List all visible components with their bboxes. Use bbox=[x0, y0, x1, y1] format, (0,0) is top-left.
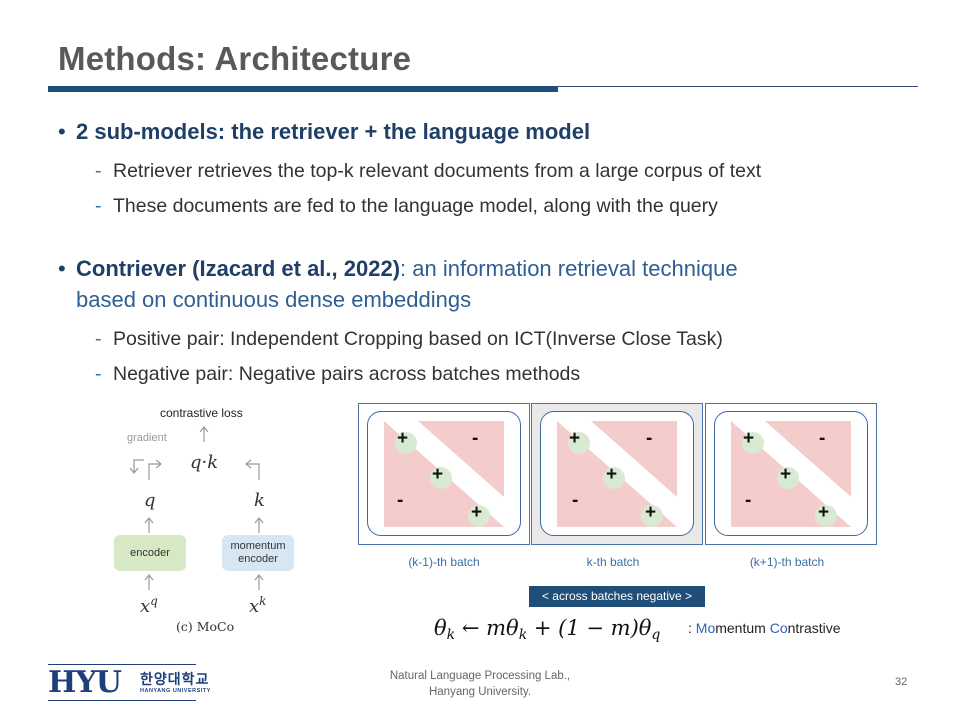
contrastive-loss-label: contrastive loss bbox=[160, 406, 243, 420]
q-label: q bbox=[144, 490, 156, 511]
bullet-dot: • bbox=[58, 256, 66, 281]
plus-sign: + bbox=[606, 464, 618, 485]
sub-bullet-negative-pair: -Negative pair: Negative pairs across ba… bbox=[95, 363, 581, 385]
batch-matrix bbox=[714, 411, 868, 536]
plus-sign: + bbox=[397, 428, 409, 449]
qk-label: q·k bbox=[190, 452, 219, 473]
bullet-submodels-text: 2 sub-models: the retriever + the langua… bbox=[76, 119, 591, 144]
plus-sign: + bbox=[743, 428, 755, 449]
moco-diagram: contrastive loss gradient q·k q k encode… bbox=[112, 402, 312, 642]
batch-matrix-triangles bbox=[557, 421, 677, 527]
minus-sign: - bbox=[397, 490, 404, 511]
minus-sign: - bbox=[472, 428, 479, 449]
bullet-dot: • bbox=[58, 119, 66, 144]
encoder-box: encoder bbox=[114, 535, 186, 571]
xq-label: xq bbox=[140, 594, 158, 617]
plus-sign: + bbox=[645, 502, 657, 523]
plus-sign: + bbox=[432, 464, 444, 485]
contriever-description: : an information retrieval technique bbox=[400, 256, 738, 281]
contriever-citation: Contriever (Izacard et al., 2022) bbox=[76, 256, 401, 281]
across-batches-negative-label: < across batches negative > bbox=[529, 586, 705, 607]
batch-matrix-triangles bbox=[731, 421, 851, 527]
batch-panel-current bbox=[531, 403, 703, 545]
minus-sign: - bbox=[572, 490, 579, 511]
plus-sign: + bbox=[780, 464, 792, 485]
batch-label-current: k-th batch bbox=[586, 555, 640, 569]
gradient-label: gradient bbox=[127, 432, 167, 444]
batch-label-prev: (k-1)-th batch bbox=[408, 555, 480, 569]
footer-lab-name: Natural Language Processing Lab., Hanyan… bbox=[389, 670, 571, 698]
k-label: k bbox=[254, 490, 265, 511]
batch-label-next: (k+1)-th batch bbox=[749, 555, 825, 569]
minus-sign: - bbox=[646, 428, 653, 449]
batch-matrix bbox=[540, 411, 694, 536]
batch-panel-next bbox=[705, 403, 877, 545]
page-number: 32 bbox=[895, 676, 908, 688]
momentum-contrastive-note: : Momentum Contrastive bbox=[688, 620, 841, 636]
sub-bullet-retriever: -Retriever retrieves the top-k relevant … bbox=[95, 160, 762, 182]
slide-title: Methods: Architecture bbox=[58, 40, 412, 77]
xk-label: xk bbox=[249, 594, 267, 617]
title-underline-thick bbox=[48, 86, 558, 92]
plus-sign: + bbox=[569, 428, 581, 449]
plus-sign: + bbox=[471, 502, 483, 523]
minus-sign: - bbox=[819, 428, 826, 449]
plus-sign: + bbox=[818, 502, 830, 523]
bullet-contriever: • Contriever (Izacard et al., 2022): an … bbox=[58, 253, 738, 315]
bullet-submodels: • 2 sub-models: the retriever + the lang… bbox=[58, 116, 590, 147]
contriever-description-line2: based on continuous dense embeddings bbox=[76, 287, 472, 312]
sub-bullet-documents: -These documents are fed to the language… bbox=[95, 195, 718, 217]
sub-bullet-positive-pair: -Positive pair: Independent Cropping bas… bbox=[95, 328, 723, 350]
minus-sign: - bbox=[745, 490, 752, 511]
batch-matrix bbox=[367, 411, 521, 536]
momentum-update-equation: θk ← mθk + (1 − m)θq bbox=[434, 616, 661, 643]
moco-arrows bbox=[129, 426, 264, 590]
batch-panel-prev bbox=[358, 403, 530, 545]
moco-caption: (c) MoCo bbox=[176, 619, 235, 634]
batch-matrix-triangles bbox=[384, 421, 504, 527]
